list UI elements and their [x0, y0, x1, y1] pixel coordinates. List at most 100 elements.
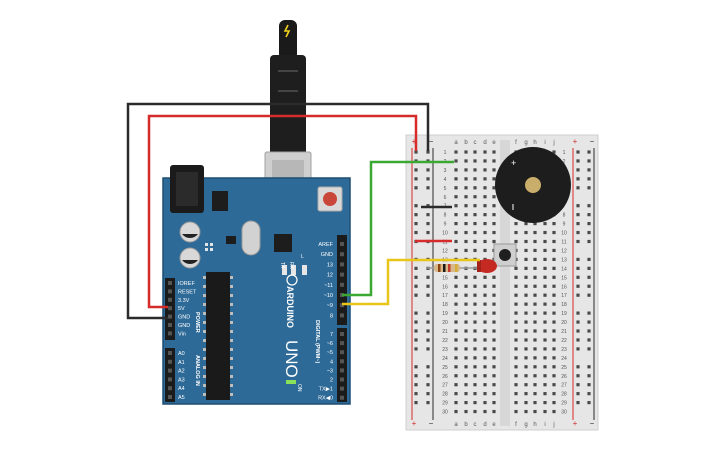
breadboard-hole[interactable]: [533, 320, 537, 324]
breadboard-hole[interactable]: [454, 401, 458, 405]
breadboard-hole[interactable]: [533, 365, 537, 369]
breadboard-hole[interactable]: [464, 204, 468, 208]
rail-hole[interactable]: [576, 383, 580, 387]
breadboard-hole[interactable]: [543, 230, 547, 235]
rail-hole[interactable]: [576, 257, 580, 261]
header-pin[interactable]: [168, 323, 172, 327]
breadboard-hole[interactable]: [454, 186, 458, 190]
rail-hole[interactable]: [414, 230, 418, 235]
breadboard-hole[interactable]: [492, 409, 496, 414]
header-pin[interactable]: [340, 242, 344, 246]
breadboard-hole[interactable]: [533, 392, 537, 396]
breadboard-hole[interactable]: [454, 383, 458, 387]
breadboard-hole[interactable]: [514, 239, 518, 244]
breadboard-hole[interactable]: [533, 338, 537, 342]
breadboard-hole[interactable]: [454, 329, 458, 333]
breadboard-hole[interactable]: [483, 338, 487, 342]
breadboard-hole[interactable]: [473, 222, 477, 226]
breadboard-hole[interactable]: [454, 248, 458, 253]
breadboard-hole[interactable]: [464, 374, 468, 378]
breadboard-hole[interactable]: [454, 222, 458, 226]
breadboard-hole[interactable]: [464, 302, 468, 306]
rail-hole[interactable]: [426, 168, 430, 172]
breadboard-hole[interactable]: [552, 257, 556, 261]
breadboard-hole[interactable]: [483, 347, 487, 351]
rail-hole[interactable]: [576, 177, 580, 181]
breadboard-hole[interactable]: [492, 186, 496, 190]
rail-hole[interactable]: [587, 293, 591, 297]
rail-hole[interactable]: [414, 401, 418, 405]
breadboard-hole[interactable]: [524, 293, 528, 297]
breadboard-hole[interactable]: [454, 320, 458, 324]
breadboard-hole[interactable]: [454, 195, 458, 199]
breadboard-hole[interactable]: [483, 195, 487, 199]
breadboard-hole[interactable]: [464, 230, 468, 235]
rail-hole[interactable]: [587, 150, 591, 154]
breadboard-hole[interactable]: [552, 311, 556, 315]
header-pin[interactable]: [168, 297, 172, 302]
breadboard-hole[interactable]: [454, 159, 458, 163]
rail-hole[interactable]: [587, 275, 591, 279]
breadboard-hole[interactable]: [533, 347, 537, 351]
rail-hole[interactable]: [414, 168, 418, 172]
breadboard-hole[interactable]: [533, 409, 537, 414]
piezo-buzzer[interactable]: +: [495, 147, 571, 223]
rail-hole[interactable]: [414, 293, 418, 297]
breadboard-hole[interactable]: [543, 302, 547, 306]
breadboard-hole[interactable]: [454, 365, 458, 369]
breadboard-hole[interactable]: [464, 293, 468, 297]
breadboard-hole[interactable]: [483, 374, 487, 378]
breadboard-hole[interactable]: [483, 311, 487, 315]
breadboard-hole[interactable]: [543, 275, 547, 279]
wire-yellow-pin10[interactable]: [342, 258, 480, 306]
rail-hole[interactable]: [414, 204, 418, 208]
rail-hole[interactable]: [587, 266, 591, 270]
breadboard-hole[interactable]: [483, 320, 487, 324]
breadboard-hole[interactable]: [552, 347, 556, 351]
wire-green-pin11[interactable]: [342, 160, 454, 297]
breadboard-hole[interactable]: [543, 356, 547, 360]
breadboard-hole[interactable]: [464, 239, 468, 244]
breadboard-hole[interactable]: [473, 150, 477, 154]
rail-hole[interactable]: [426, 311, 430, 315]
breadboard-hole[interactable]: [483, 186, 487, 190]
breadboard-hole[interactable]: [483, 365, 487, 369]
digital-header-top[interactable]: [337, 235, 347, 325]
rail-hole[interactable]: [414, 320, 418, 324]
breadboard-hole[interactable]: [524, 338, 528, 342]
breadboard-hole[interactable]: [552, 266, 556, 270]
breadboard-hole[interactable]: [483, 329, 487, 333]
rail-hole[interactable]: [426, 320, 430, 324]
breadboard-hole[interactable]: [464, 311, 468, 315]
breadboard-hole[interactable]: [524, 222, 528, 226]
breadboard-hole[interactable]: [483, 177, 487, 181]
breadboard-hole[interactable]: [524, 230, 528, 235]
rail-hole[interactable]: [576, 186, 580, 190]
breadboard-hole[interactable]: [464, 401, 468, 405]
header-pin[interactable]: [168, 368, 172, 373]
breadboard-hole[interactable]: [552, 239, 556, 244]
breadboard-hole[interactable]: [464, 248, 468, 253]
header-pin[interactable]: [340, 262, 344, 267]
breadboard-hole[interactable]: [533, 230, 537, 235]
header-pin[interactable]: [168, 359, 172, 364]
rail-hole[interactable]: [587, 213, 591, 217]
breadboard-hole[interactable]: [514, 222, 518, 226]
breadboard-hole[interactable]: [533, 275, 537, 279]
breadboard-hole[interactable]: [492, 329, 496, 333]
rail-hole[interactable]: [576, 284, 580, 288]
breadboard-hole[interactable]: [514, 293, 518, 297]
breadboard-hole[interactable]: [483, 150, 487, 154]
header-pin[interactable]: [340, 313, 344, 318]
rail-hole[interactable]: [426, 401, 430, 405]
breadboard-hole[interactable]: [533, 302, 537, 306]
breadboard-hole[interactable]: [464, 338, 468, 342]
breadboard-hole[interactable]: [492, 311, 496, 315]
rail-hole[interactable]: [587, 168, 591, 172]
breadboard-hole[interactable]: [552, 401, 556, 405]
breadboard-hole[interactable]: [524, 365, 528, 369]
breadboard-hole[interactable]: [524, 401, 528, 405]
breadboard-hole[interactable]: [464, 222, 468, 226]
breadboard-hole[interactable]: [483, 159, 487, 163]
